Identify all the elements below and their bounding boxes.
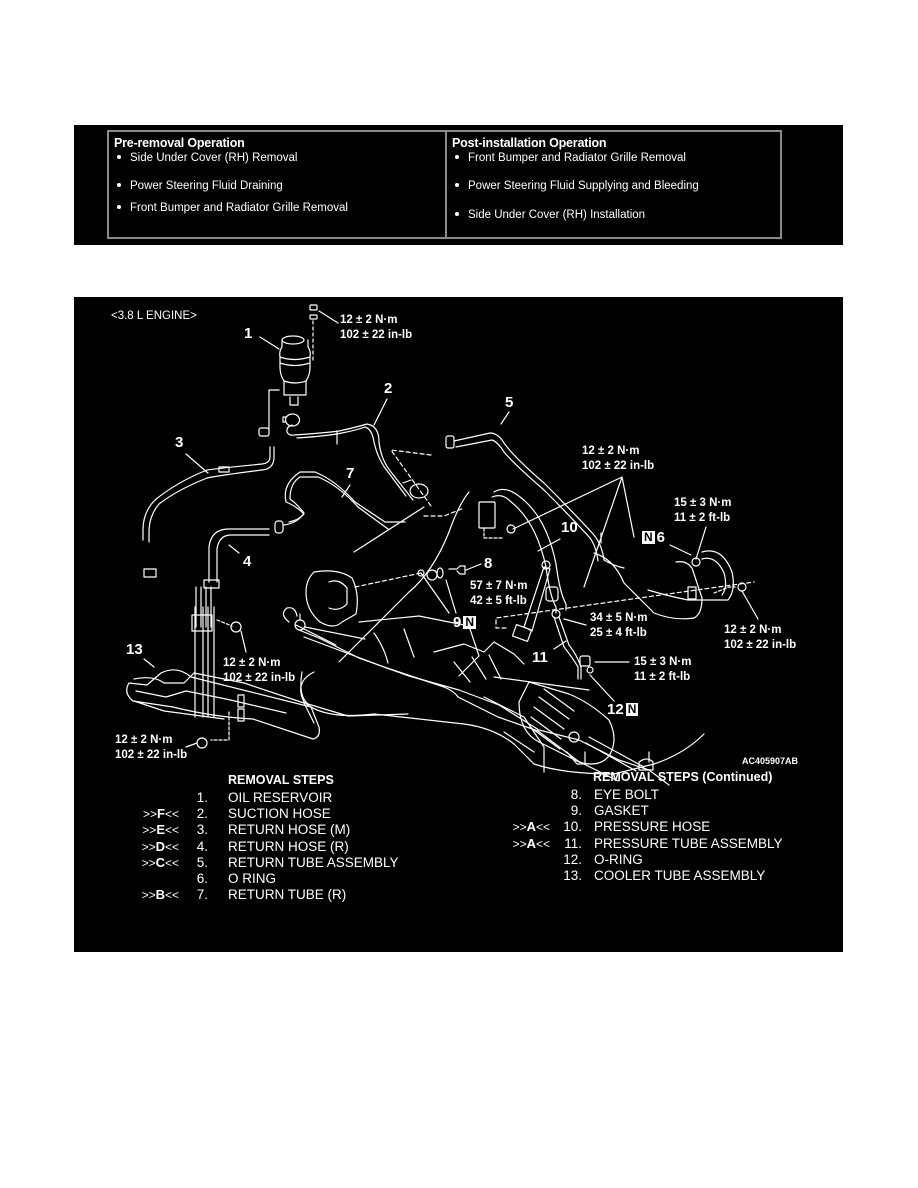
operations-panel: Pre-removal Operation Side Under Cover (… — [74, 125, 843, 245]
bullet-icon — [117, 204, 121, 209]
bullet-icon — [117, 182, 121, 187]
step-part-name: PRESSURE HOSE — [594, 819, 711, 835]
step-part-name: GASKET — [594, 803, 649, 819]
step-number: 8. — [570, 787, 582, 802]
steering-rack-drawing — [282, 560, 705, 786]
pre-removal-column: Pre-removal Operation Side Under Cover (… — [109, 132, 447, 237]
step-part-name: RETURN TUBE (R) — [228, 887, 347, 903]
replace-part-mark: N — [642, 530, 655, 544]
step-part-name: SUCTION HOSE — [228, 806, 331, 822]
engine-variant-label: <3.8 L ENGINE> — [111, 310, 197, 322]
pre-removal-item: Side Under Cover (RH) Removal — [115, 152, 297, 164]
part-number-5: 5 — [505, 394, 514, 411]
replace-part-mark: N — [625, 702, 639, 716]
part-number-4: 4 — [243, 553, 252, 570]
step-number: 3. — [196, 822, 208, 838]
part-number-10: 10 — [561, 519, 578, 536]
step-number: 2. — [196, 806, 208, 822]
part-number-13: 13 — [126, 641, 143, 658]
step-part-name: O RING — [228, 871, 277, 886]
dashed-leader — [390, 449, 432, 507]
post-installation-item: Side Under Cover (RH) Installation — [453, 209, 645, 221]
step-part-name: RETURN HOSE (R) — [228, 838, 349, 854]
part-number-7: 7 — [346, 465, 355, 482]
service-point-mark: >>F<< — [143, 806, 179, 822]
step-number: 4. — [196, 838, 208, 854]
service-point-mark: >>D<< — [141, 838, 179, 854]
pressure-tube-drawing — [493, 581, 755, 702]
step-number: 1. — [196, 790, 208, 805]
removal-steps-title: REMOVAL STEPS — [228, 773, 334, 787]
service-point-mark: >>E<< — [142, 822, 179, 838]
pressure-hose-drawing — [338, 476, 635, 663]
oil-reservoir-drawing — [259, 304, 339, 431]
bullet-icon — [455, 211, 459, 216]
pre-removal-heading: Pre-removal Operation — [114, 136, 245, 150]
step-number: 13. — [563, 868, 582, 883]
step-part-name: RETURN HOSE (M) — [228, 822, 351, 838]
diagram-line-art — [126, 304, 759, 786]
part-number-1: 1 — [244, 325, 253, 342]
cooler-tube-drawing — [126, 586, 320, 749]
service-point-mark: >>A<< — [512, 835, 550, 851]
part-number-8: 8 — [484, 555, 493, 572]
service-point-mark: >>B<< — [141, 887, 179, 903]
figure-code: AC405907AB — [742, 756, 799, 766]
step-part-name: EYE BOLT — [594, 787, 660, 802]
tie-rod-end-drawing — [294, 613, 366, 640]
o-ring-and-tube-drawing — [647, 526, 759, 620]
step-number: 6. — [196, 871, 208, 886]
step-part-name: OIL RESERVOIR — [228, 790, 333, 805]
post-installation-heading: Post-installation Operation — [452, 136, 607, 150]
return-tube-r-drawing — [283, 471, 465, 530]
post-installation-item: Front Bumper and Radiator Grille Removal — [453, 152, 686, 164]
replace-part-mark: N — [463, 615, 477, 629]
step-number: 5. — [196, 854, 208, 870]
part-number-2: 2 — [384, 380, 393, 397]
step-number: 9. — [570, 803, 582, 819]
bullet-icon — [455, 154, 459, 159]
pre-removal-item: Front Bumper and Radiator Grille Removal — [115, 202, 348, 214]
step-part-name: PRESSURE TUBE ASSEMBLY — [594, 835, 783, 851]
return-tube-assembly-drawing — [445, 411, 703, 620]
post-installation-column: Post-installation Operation Front Bumper… — [447, 132, 780, 237]
step-number: 11. — [564, 835, 582, 851]
removal-steps-continued-title: REMOVAL STEPS (Continued) — [593, 770, 773, 784]
step-part-name: RETURN TUBE ASSEMBLY — [228, 854, 399, 870]
part-number-3: 3 — [175, 434, 184, 451]
pre-removal-item: Power Steering Fluid Draining — [115, 180, 283, 192]
post-installation-item: Power Steering Fluid Supplying and Bleed… — [453, 180, 699, 192]
eye-bolt-drawing — [354, 563, 482, 614]
step-part-name: COOLER TUBE ASSEMBLY — [594, 868, 766, 883]
return-hose-m-drawing — [142, 427, 275, 578]
step-part-name: O-RING — [594, 851, 643, 867]
bullet-icon — [117, 154, 121, 159]
operations-table: Pre-removal Operation Side Under Cover (… — [107, 130, 782, 239]
service-point-mark: >>A<< — [512, 819, 550, 835]
step-number: 10. — [563, 819, 582, 835]
service-point-mark: >>C<< — [141, 854, 179, 870]
step-number: 12. — [563, 851, 582, 867]
suction-hose-drawing — [286, 398, 429, 501]
step-number: 7. — [196, 887, 208, 903]
bullet-icon — [455, 182, 459, 187]
part-number-11: 11 — [532, 649, 548, 666]
